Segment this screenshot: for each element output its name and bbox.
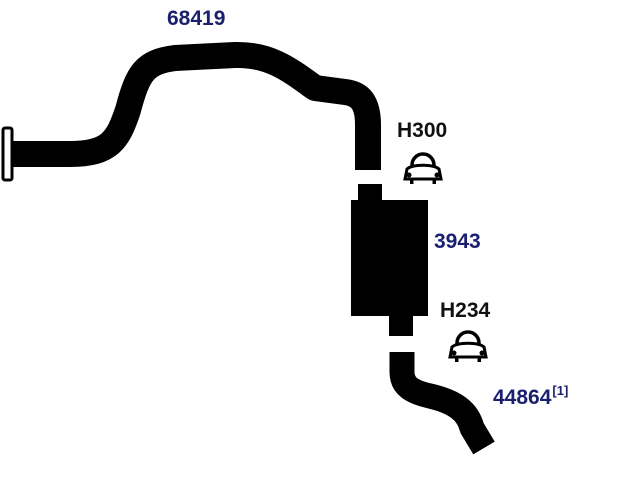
lower-clamp-part-number[interactable]: H234 xyxy=(440,299,491,322)
tail-pipe-part-number-group[interactable]: 44864[1] xyxy=(493,384,568,409)
tail-pipe-part-number[interactable]: 44864 xyxy=(493,386,552,409)
u-bolt-clamp-icon xyxy=(448,330,488,362)
front-pipe-part-number[interactable]: 68419 xyxy=(167,7,226,30)
upper-clamp-part-number[interactable]: H300 xyxy=(397,119,448,142)
muffler-body xyxy=(351,200,428,316)
muffler-outlet xyxy=(389,312,413,336)
tail-pipe-footnote: [1] xyxy=(552,383,569,398)
tail-pipe xyxy=(389,352,495,455)
u-bolt-clamp-icon xyxy=(403,152,443,184)
muffler xyxy=(351,184,428,336)
muffler-part-number[interactable]: 3943 xyxy=(434,230,481,253)
tail-pipe-body xyxy=(389,352,495,455)
front-pipe-flange xyxy=(1,126,14,182)
front-pipe-body xyxy=(12,41,381,170)
front-pipe xyxy=(1,41,381,182)
